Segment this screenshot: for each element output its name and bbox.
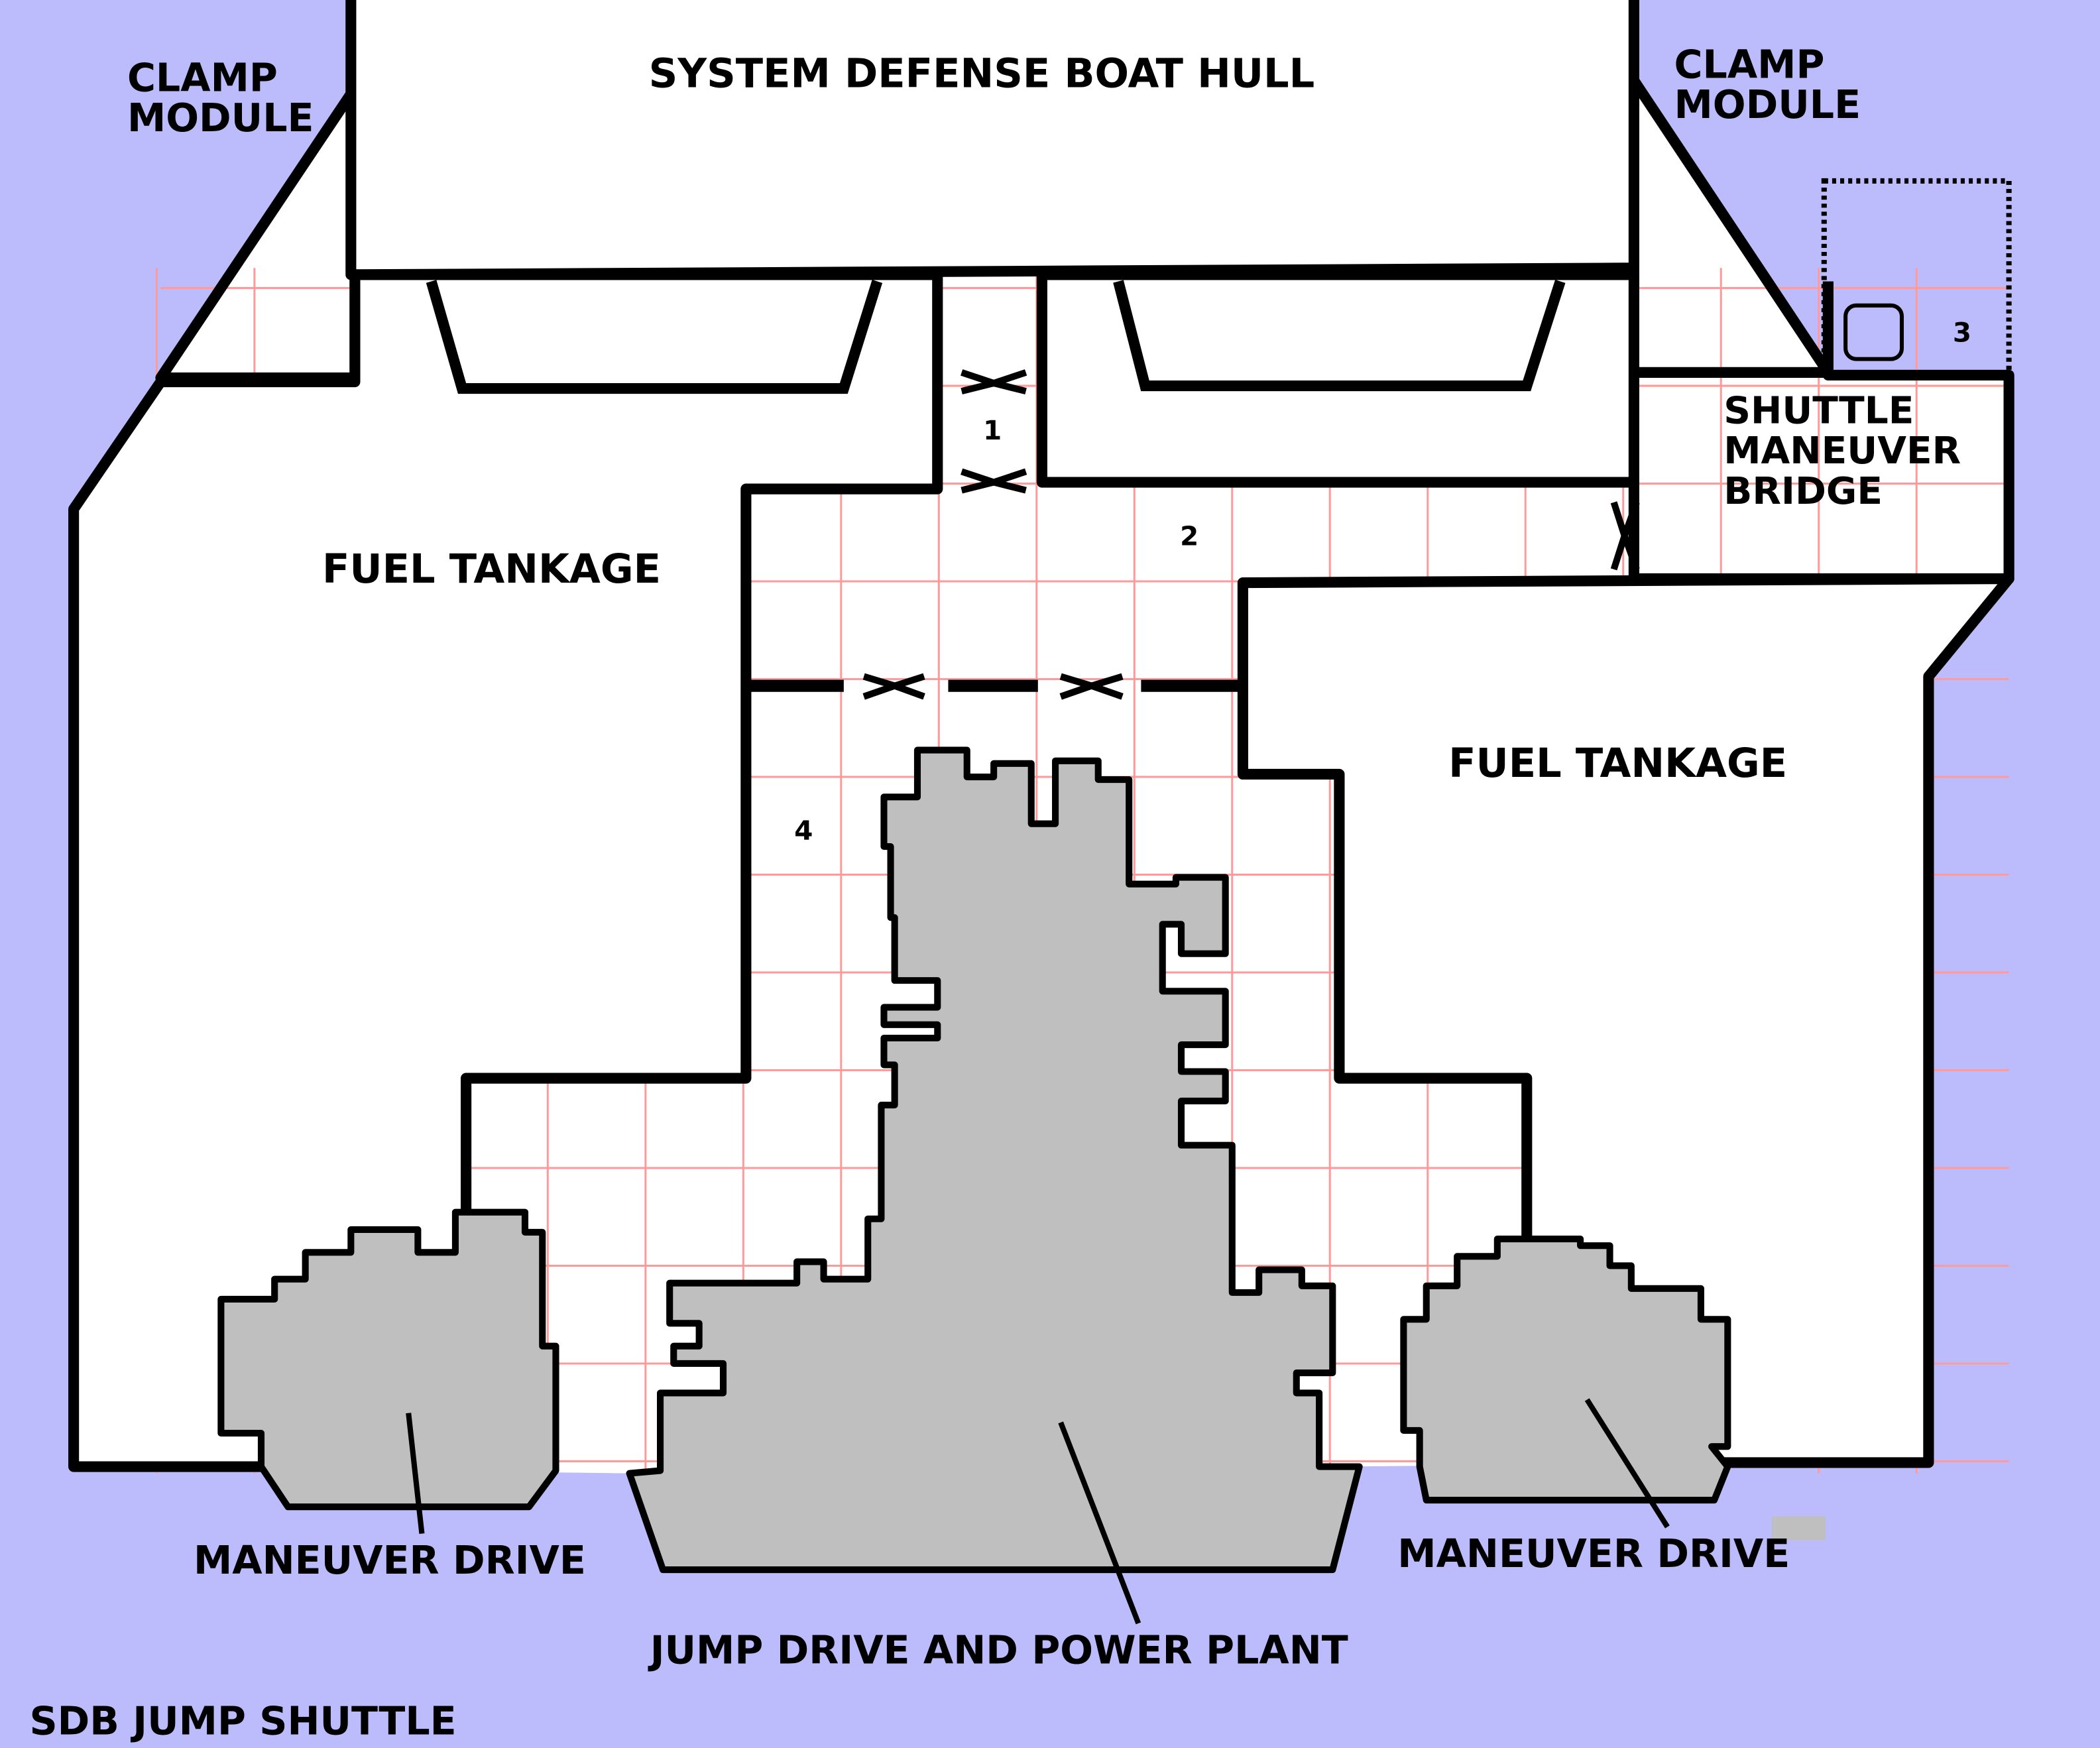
leader-lines [406, 1398, 1670, 1625]
fuel-right-label: FUEL TANKAGE [1448, 740, 1787, 787]
diagram-title: SDB JUMP SHUTTLE [29, 1699, 456, 1744]
left-maneuver-drive [217, 1208, 559, 1511]
room-number: 4 [794, 815, 813, 846]
clamp-right-label: CLAMP [1674, 42, 1825, 87]
bridge-label: SHUTTLE [1723, 389, 1914, 433]
drive-right-label: MANEUVER DRIVE [1397, 1531, 1790, 1576]
room-number: 1 [983, 414, 1002, 446]
drive-left-label: MANEUVER DRIVE [194, 1538, 586, 1583]
jump-drive-and-power-plant [626, 746, 1363, 1574]
room-number: 3 [1953, 316, 1971, 348]
clamp-right-label: MODULE [1674, 82, 1861, 127]
center-fuel-tank [1036, 269, 1639, 488]
hull-label: SYSTEM DEFENSE BOAT HULL [649, 51, 1315, 97]
right-maneuver-drive [1400, 1236, 1731, 1504]
fuel-left-label: FUEL TANKAGE [322, 546, 661, 593]
hull-fitting-right [1113, 280, 1566, 392]
jump-drive-label: JUMP DRIVE AND POWER PLANT [648, 1628, 1348, 1673]
bridge-label: MANEUVER [1723, 429, 1961, 473]
system-defense-boat-hull [345, 0, 1639, 280]
dotted-compartment [1821, 178, 2012, 378]
bridge-label: BRIDGE [1723, 469, 1883, 513]
clamp-left-label: CLAMP [127, 56, 278, 101]
hull-fitting-left [426, 280, 883, 394]
iris-valve-icons [862, 369, 1640, 700]
left-fuel-tank [68, 269, 943, 1472]
control-console-icon [1843, 303, 1904, 361]
room-number: 2 [1180, 520, 1198, 552]
artifact-patch [1772, 1516, 1826, 1541]
clamp-left-label: MODULE [127, 95, 314, 141]
